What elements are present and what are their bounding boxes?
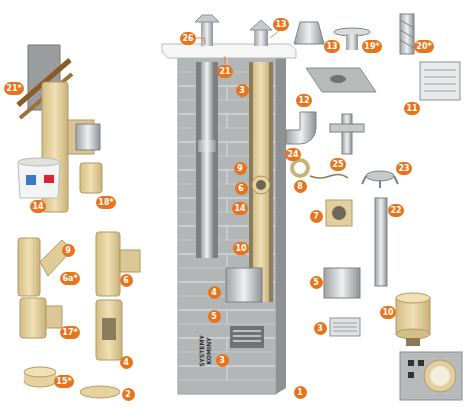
callout-number: 24	[285, 148, 300, 161]
callout-number: 11	[404, 102, 419, 115]
callout-number: 21*	[4, 82, 23, 95]
callout-number: 13	[324, 40, 339, 53]
callout-number: 10	[233, 242, 248, 255]
callout-number: 22	[388, 204, 403, 217]
brand-mark: SYSTEMYKOMINY	[198, 336, 212, 368]
callout-number: 23	[396, 162, 411, 175]
callout-number: 5	[310, 276, 323, 289]
callout-number: 7	[310, 210, 323, 223]
callout-number: 3	[314, 322, 327, 335]
callout-number: 6	[235, 182, 248, 195]
callout-number: 25	[330, 158, 345, 171]
callout-number: 5	[208, 310, 221, 323]
callout-number: 20*	[414, 40, 433, 53]
brand-text: KOMINY	[205, 336, 212, 368]
callout-number: 8	[294, 180, 307, 193]
callout-number: 17*	[60, 326, 79, 339]
callout-number: 15*	[54, 375, 73, 388]
callout-number: 18*	[96, 196, 115, 209]
callout-number: 21	[217, 65, 232, 78]
callout-number: 6	[120, 274, 133, 287]
callout-number: 14	[232, 202, 247, 215]
callout-number: 2	[122, 388, 135, 401]
callout-number: 3	[216, 354, 229, 367]
brand-text: SYSTEMY	[198, 336, 205, 368]
callout-number: 19*	[362, 40, 381, 53]
callout-number: 13	[273, 18, 288, 31]
callout-number: 9	[234, 162, 247, 175]
callout-number: 6a*	[60, 272, 79, 285]
callout-number: 12	[296, 94, 311, 107]
callout-number: 3	[236, 84, 249, 97]
callout-number: 9	[62, 244, 75, 257]
callout-number: 14	[30, 200, 45, 213]
callout-number: 1	[294, 386, 307, 399]
callout-number: 4	[120, 356, 133, 369]
callout-number: 26	[180, 32, 195, 45]
callout-number: 4	[208, 286, 221, 299]
callout-number: 10	[380, 306, 395, 319]
